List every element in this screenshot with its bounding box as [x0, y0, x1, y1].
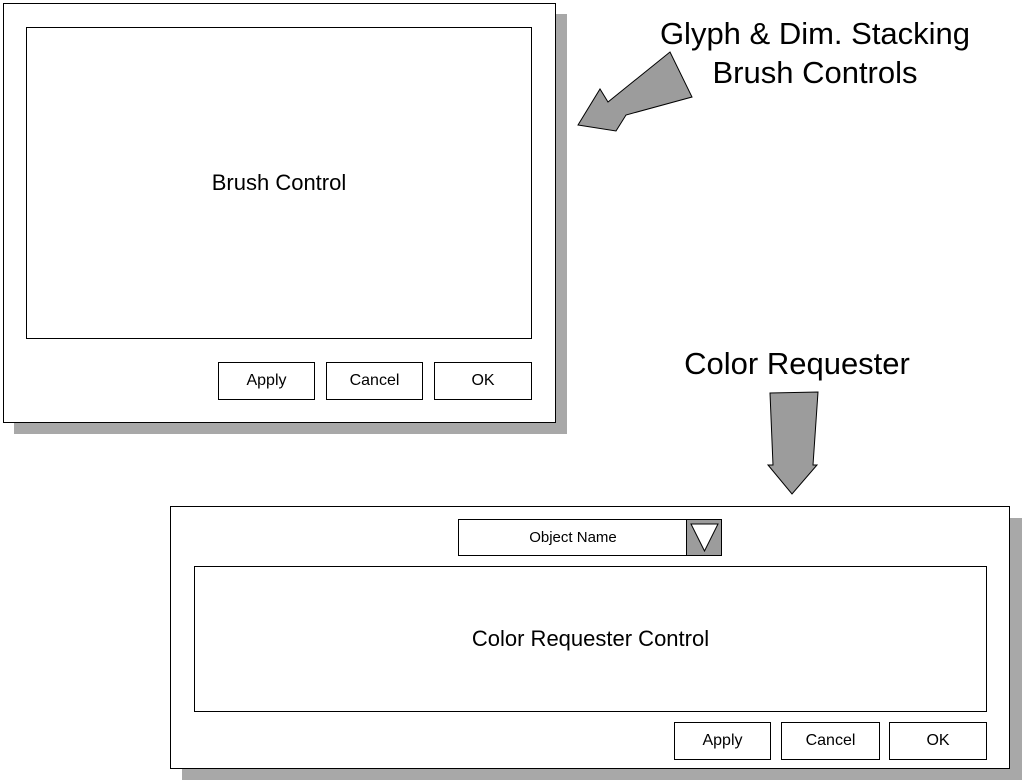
brush-control-label: Brush Control [211, 170, 347, 195]
color-arrow-icon [766, 391, 819, 495]
brush-control-area[interactable]: Brush Control [26, 27, 532, 339]
chevron-down-icon [690, 523, 719, 553]
brush-arrow-icon [577, 51, 693, 132]
color-ok-button[interactable]: OK [889, 722, 987, 760]
color-requester-control-label: Color Requester Control [471, 626, 710, 651]
color-cancel-button[interactable]: Cancel [781, 722, 880, 760]
object-name-value: Object Name [529, 529, 617, 546]
object-name-dropdown[interactable]: Object Name [458, 519, 722, 556]
brush-controls-caption: Glyph & Dim. Stacking Brush Controls [640, 14, 990, 92]
brush-caption-line2: Brush Controls [712, 55, 918, 90]
color-dialog: Object Name Color Requester Control Appl… [170, 506, 1010, 769]
color-apply-button[interactable]: Apply [674, 722, 771, 760]
brush-cancel-button[interactable]: Cancel [326, 362, 423, 400]
brush-ok-button[interactable]: OK [434, 362, 532, 400]
brush-caption-line1: Glyph & Dim. Stacking [659, 16, 971, 51]
color-requester-caption: Color Requester [684, 346, 910, 381]
color-requester-control-area[interactable]: Color Requester Control [194, 566, 987, 712]
brush-dialog: Brush Control Apply Cancel OK [3, 3, 556, 423]
brush-apply-button[interactable]: Apply [218, 362, 315, 400]
dropdown-toggle[interactable] [686, 520, 721, 555]
